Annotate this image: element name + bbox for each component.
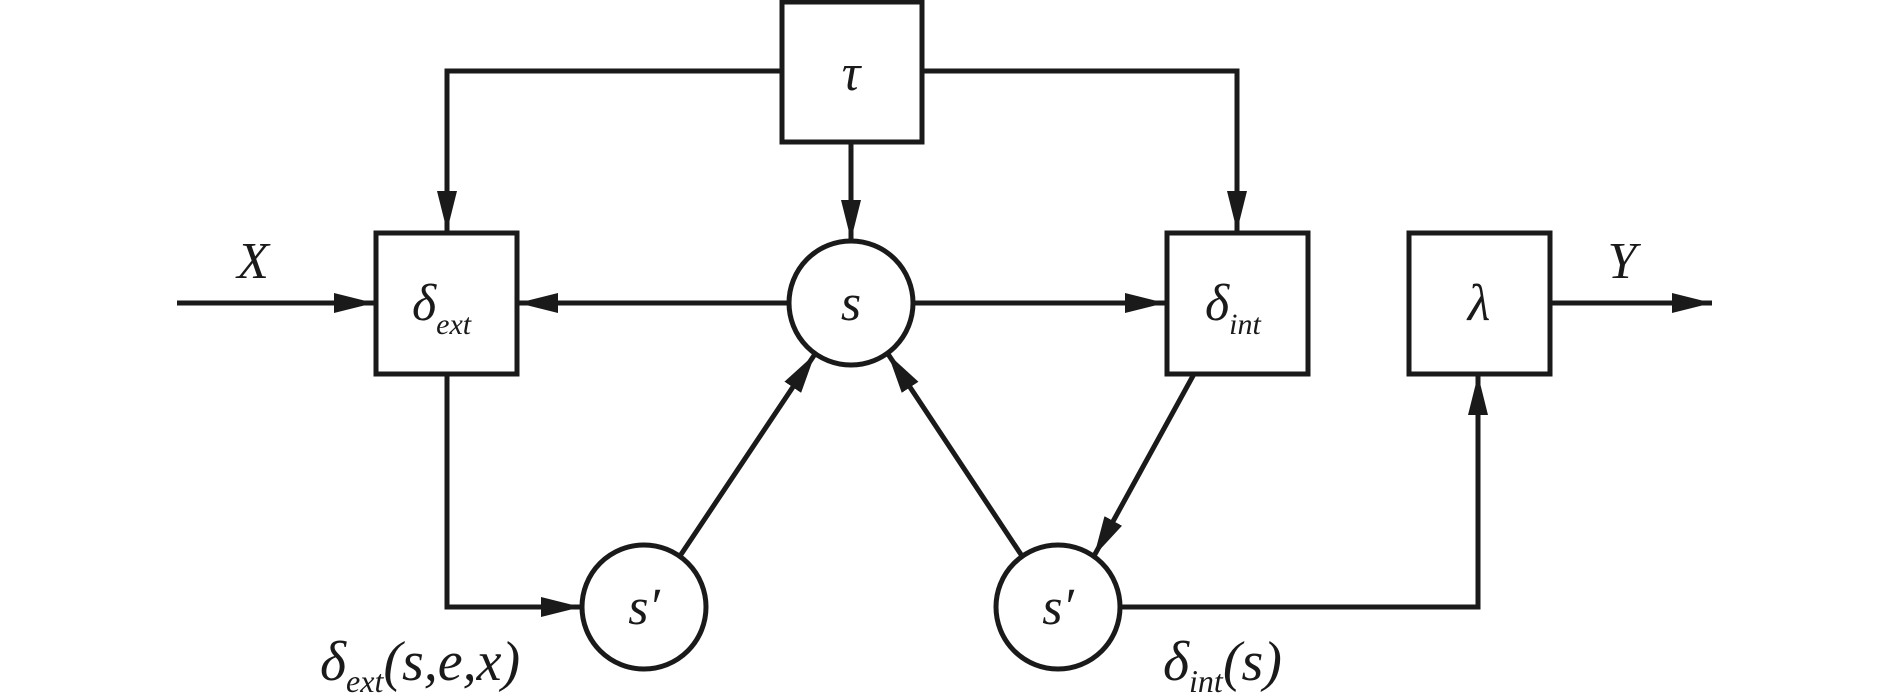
node-delta-int: δint xyxy=(1164,230,1311,377)
input-label-x: X xyxy=(235,233,271,290)
edge-delta-ext-to-s-prime xyxy=(444,374,581,617)
node-s-prime-ext: s′ xyxy=(579,542,709,672)
output-label-y: Y xyxy=(1608,233,1642,290)
lambda-symbol: λ xyxy=(1466,275,1491,332)
node-delta-ext: δext xyxy=(373,230,520,377)
delta-ext-symbol: δext xyxy=(412,275,472,341)
edge-s-prime-int-to-lambda xyxy=(1121,375,1488,610)
edge-s-prime-int-to-s xyxy=(885,352,1025,558)
edge-tau-to-delta-ext xyxy=(437,68,780,231)
node-s: s xyxy=(786,238,916,368)
edge-s-prime-ext-to-s xyxy=(677,352,818,558)
edge-delta-int-to-s-prime xyxy=(1091,372,1197,558)
node-lambda: λ xyxy=(1406,230,1553,377)
delta-int-symbol: δint xyxy=(1205,275,1262,341)
s-prime-int-symbol: s′ xyxy=(1042,579,1075,636)
ext-transition-label: δext(s,e,x) xyxy=(320,631,520,696)
int-transition-label: δint(s) xyxy=(1163,631,1282,696)
s-symbol: s xyxy=(841,275,861,332)
edge-tau-to-delta-int xyxy=(922,68,1247,231)
node-s-prime-int: s′ xyxy=(993,542,1123,672)
tau-symbol: τ xyxy=(842,45,863,102)
edges xyxy=(177,68,1712,617)
s-prime-ext-symbol: s′ xyxy=(628,579,661,636)
node-tau: τ xyxy=(779,0,925,145)
